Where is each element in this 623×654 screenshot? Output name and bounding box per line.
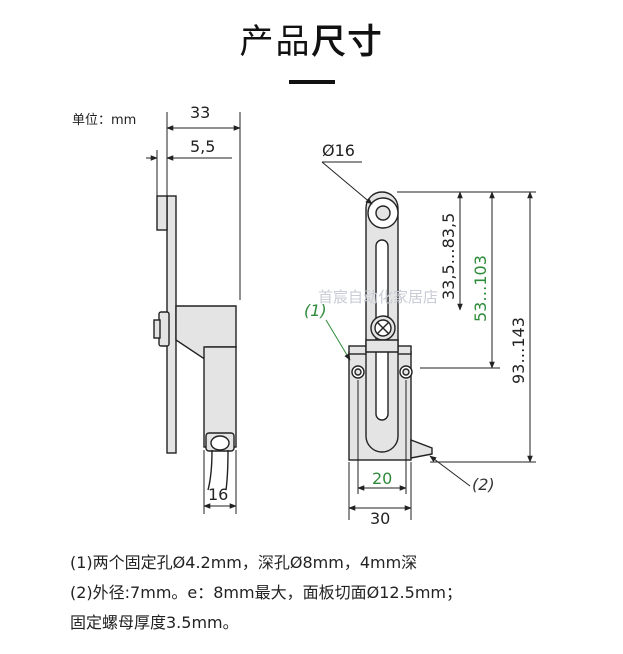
callout-2: (2)	[472, 475, 495, 494]
page-title: 产品尺寸	[0, 14, 623, 63]
dim-33: 33	[190, 103, 210, 122]
watermark: 首宸自动化家居店	[318, 288, 438, 306]
note-line-2: (2)外径:7mm。e：8mm最大，面板切面Ø12.5mm；	[70, 583, 462, 602]
unit-label: 单位：mm	[72, 113, 136, 128]
side-cable	[207, 449, 229, 491]
side-flange	[156, 195, 168, 231]
dim-range-1: 33,5…83,5	[439, 213, 458, 300]
dim-range-2: 53…103	[471, 255, 490, 322]
title-part2: 尺寸	[311, 22, 384, 62]
leader-callout-1	[325, 319, 351, 361]
dim-range-3: 93…143	[509, 317, 528, 384]
side-view	[153, 195, 237, 491]
title-underline	[289, 80, 335, 84]
front-view	[348, 191, 433, 461]
dim-body-width: 30	[370, 509, 390, 528]
note-line-1: (1)两个固定孔Ø4.2mm，深孔Ø8mm，4mm深	[70, 553, 418, 572]
leader-wheel	[321, 161, 373, 205]
roller-hub	[375, 205, 391, 221]
dim-wheel-diameter: Ø16	[322, 141, 355, 160]
dim-16: 16	[208, 485, 228, 504]
front-gland	[410, 438, 433, 459]
dim-hole-spacing: 20	[372, 469, 392, 488]
callout-1: (1)	[304, 301, 327, 320]
note-line-3: 固定螺母厚度3.5mm。	[70, 613, 239, 632]
leader-callout-2	[429, 455, 471, 487]
dim-5-5: 5,5	[190, 137, 215, 156]
side-housing	[203, 346, 237, 448]
title-part1: 产品	[239, 22, 312, 62]
side-gland-hole	[210, 435, 230, 451]
notes-block: (1)两个固定孔Ø4.2mm，深孔Ø8mm，4mm深 (2)外径:7mm。e：8…	[70, 548, 462, 638]
side-screw	[153, 319, 161, 339]
dimension-drawing: 单位：mm 33 5,5 16	[72, 103, 536, 528]
